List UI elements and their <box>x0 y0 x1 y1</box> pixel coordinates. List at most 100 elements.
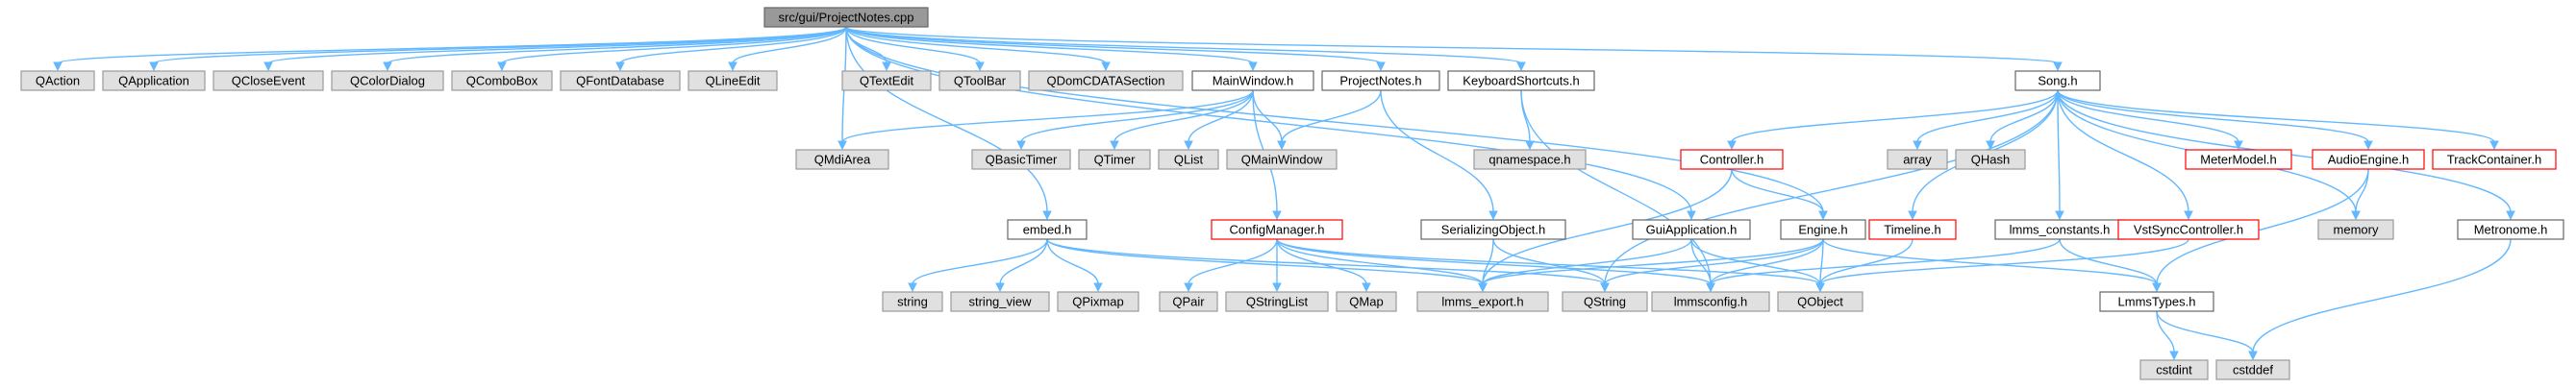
node-qcolor[interactable]: QColorDialog <box>331 70 444 91</box>
edge-guiapp-to-lmmsexport <box>1482 238 1692 285</box>
node-qpixmap[interactable]: QPixmap <box>1057 291 1139 312</box>
edge-audioengine-to-lmmstypes <box>2156 168 2369 285</box>
node-qstring[interactable]: QString <box>1562 291 1648 312</box>
node-lmmsconst[interactable]: lmms_constants.h <box>1994 219 2125 240</box>
edge-root-to-qtoolbar <box>845 26 981 64</box>
edge-arrowhead <box>263 61 273 72</box>
node-box <box>688 70 778 91</box>
node-qtoolbar[interactable]: QToolBar <box>938 70 1021 91</box>
node-qtimer[interactable]: QTimer <box>1078 149 1151 170</box>
node-label: QHash <box>1971 153 2010 167</box>
edge-arrowhead <box>1093 282 1103 293</box>
node-label: QToolBar <box>954 74 1007 88</box>
node-array[interactable]: array <box>1887 149 1948 170</box>
node-audioengine[interactable]: AudioEngine.h <box>2312 149 2425 170</box>
node-engine[interactable]: Engine.h <box>1780 219 1866 240</box>
edge-arrowhead <box>1376 61 1386 72</box>
node-cstddef[interactable]: cstddef <box>2215 359 2290 380</box>
node-configmgr[interactable]: ConfigManager.h <box>1211 219 1343 240</box>
edge-lmmstypes-to-cstdint <box>2156 310 2175 353</box>
node-label: QStringList <box>1246 295 1309 309</box>
node-qaction[interactable]: QAction <box>20 70 95 91</box>
node-qstringlist[interactable]: QStringList <box>1225 291 1329 312</box>
node-box <box>1225 291 1329 312</box>
edge-song-to-controller <box>1731 89 2059 143</box>
node-qbasictimer[interactable]: QBasicTimer <box>971 149 1071 170</box>
node-box <box>1680 149 1784 170</box>
node-timeline[interactable]: Timeline.h <box>1868 219 1957 240</box>
node-qpair[interactable]: QPair <box>1159 291 1218 312</box>
node-qdomcdata[interactable]: QDomCDATASection <box>1028 70 1184 91</box>
node-label: src/gui/ProjectNotes.cpp <box>779 11 914 25</box>
node-label: embed.h <box>1023 223 1072 237</box>
node-qclose[interactable]: QCloseEvent <box>213 70 324 91</box>
node-label: QDomCDATASection <box>1046 74 1164 88</box>
node-label: QPair <box>1172 295 1205 309</box>
node-box <box>1562 291 1648 312</box>
node-qobject[interactable]: QObject <box>1777 291 1863 312</box>
node-box <box>763 7 929 28</box>
node-serializing[interactable]: SerializingObject.h <box>1420 219 1566 240</box>
node-box <box>1226 149 1338 170</box>
node-keyboard[interactable]: KeyboardShortcuts.h <box>1447 70 1595 91</box>
node-cstdint[interactable]: cstdint <box>2139 359 2209 380</box>
node-qcombo[interactable]: QComboBox <box>451 70 553 91</box>
edge-song-to-lmmsconst <box>2057 89 2061 213</box>
node-qlineedit[interactable]: QLineEdit <box>688 70 778 91</box>
node-label: MainWindow.h <box>1213 74 1294 88</box>
node-qfontdb[interactable]: QFontDatabase <box>560 70 681 91</box>
node-qhash[interactable]: QHash <box>1955 149 2026 170</box>
node-qlist[interactable]: QList <box>1158 149 1219 170</box>
node-projnotesh[interactable]: ProjectNotes.h <box>1321 70 1440 91</box>
node-lmmsexport[interactable]: lmms_export.h <box>1416 291 1549 312</box>
node-memory[interactable]: memory <box>2317 219 2394 240</box>
edge-arrowhead <box>2053 61 2063 72</box>
edge-keyboard-to-lmmsconfig <box>1520 89 1712 285</box>
node-vstsync[interactable]: VstSyncController.h <box>2117 219 2260 240</box>
node-guiapp[interactable]: GuiApplication.h <box>1632 219 1751 240</box>
node-box <box>1191 70 1314 91</box>
edge-guiapp-to-qobject <box>1690 238 1821 285</box>
node-mainwindow[interactable]: MainWindow.h <box>1191 70 1314 91</box>
node-root[interactable]: src/gui/ProjectNotes.cpp <box>763 7 929 28</box>
node-controller[interactable]: Controller.h <box>1680 149 1784 170</box>
edge-controller-to-engine <box>1731 168 1824 213</box>
node-box <box>1078 149 1151 170</box>
node-qmap[interactable]: QMap <box>1336 291 1397 312</box>
edge-arrowhead <box>2184 210 2193 221</box>
edge-root-to-mainwindow <box>845 26 1254 64</box>
node-embed[interactable]: embed.h <box>1007 219 1088 240</box>
node-qnamespace[interactable]: qnamespace.h <box>1473 149 1587 170</box>
edge-root-to-qcolor <box>387 26 847 64</box>
edge-arrowhead <box>497 61 507 72</box>
edge-arrowhead <box>615 61 625 72</box>
node-qmainwindow[interactable]: QMainWindow <box>1226 149 1338 170</box>
node-lmmsconfig[interactable]: lmmsconfig.h <box>1651 291 1770 312</box>
edge-arrowhead <box>1908 210 1917 221</box>
node-trackcont[interactable]: TrackContainer.h <box>2432 149 2557 170</box>
node-label: Engine.h <box>1798 223 1847 237</box>
node-label: QTimer <box>1094 153 1137 167</box>
node-string[interactable]: string <box>882 291 943 312</box>
edge-arrowhead <box>1248 61 1258 72</box>
node-label: KeyboardShortcuts.h <box>1463 74 1579 88</box>
node-metronome[interactable]: Metronome.h <box>2457 219 2564 240</box>
edge-arrowhead <box>1042 210 1052 221</box>
node-stringview[interactable]: string_view <box>950 291 1050 312</box>
node-label: QObject <box>1797 295 1843 309</box>
edge-arrowhead <box>882 61 891 72</box>
edge-controller-to-lmmsexport <box>1482 168 1733 285</box>
node-song[interactable]: Song.h <box>2014 70 2101 91</box>
node-metermodel[interactable]: MeterModel.h <box>2185 149 2292 170</box>
edge-engine-to-lmmstypes <box>1822 238 2158 285</box>
node-label: QString <box>1584 295 1626 309</box>
node-qtextedit[interactable]: QTextEdit <box>841 70 932 91</box>
node-lmmstypes[interactable]: LmmsTypes.h <box>2099 291 2214 312</box>
node-label: QComboBox <box>466 74 538 88</box>
node-box <box>1447 70 1595 91</box>
node-box <box>331 70 444 91</box>
node-qapp[interactable]: QApplication <box>102 70 206 91</box>
edge-song-to-metermodel <box>2057 89 2239 143</box>
edge-arrowhead <box>1687 210 1696 221</box>
node-qmdiarea[interactable]: QMdiArea <box>795 149 889 170</box>
